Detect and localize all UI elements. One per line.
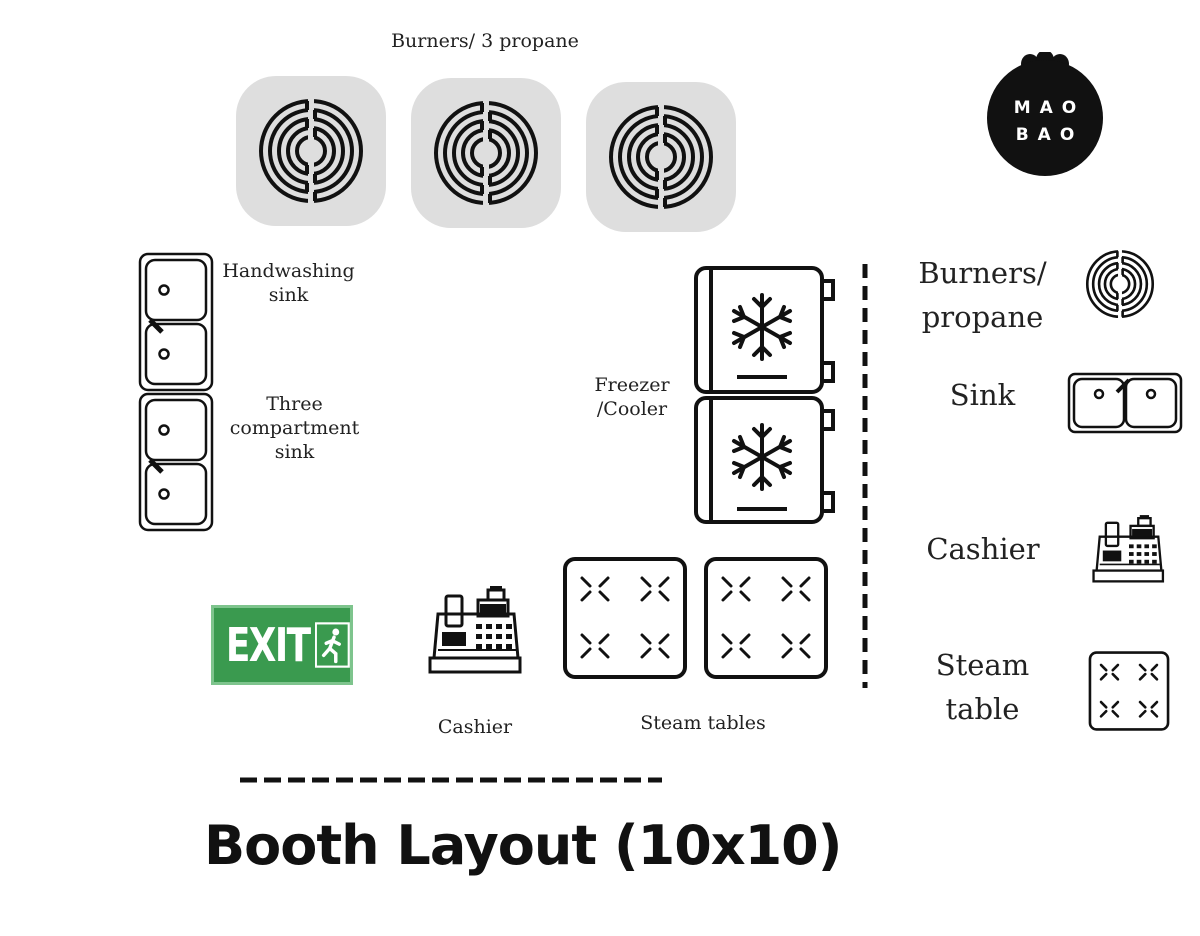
exit-sign: EXIT <box>211 605 353 685</box>
legend-burner-icon <box>1085 249 1155 319</box>
burner-1 <box>236 76 386 226</box>
legend-burners-label: Burners/ propane <box>918 256 1047 334</box>
logo-line-1: MAO <box>1013 98 1086 118</box>
burner-coil-icon <box>434 101 538 205</box>
freezer-icon <box>694 266 835 524</box>
legend-steam-table-label: Steam table <box>935 648 1030 726</box>
legend-sink-icon <box>1067 372 1183 434</box>
freezer-label: Freezer /Cooler <box>594 374 670 420</box>
legend-steam-table-icon <box>1088 651 1170 731</box>
legend-sink-label: Sink <box>949 378 1016 412</box>
steam-tables-label: Steam tables <box>640 712 766 734</box>
burner-coil-icon <box>609 105 713 209</box>
steam-table-2-icon <box>704 557 828 679</box>
burner-2 <box>411 78 561 228</box>
maobao-logo: MAO BAO <box>986 52 1104 176</box>
cash-register-icon <box>428 586 522 674</box>
divider-dashed-vertical <box>862 264 868 688</box>
three-compartment-sink-label: Three compartment sink <box>229 393 360 463</box>
exit-text: EXIT <box>225 618 311 672</box>
logo-line-2: BAO <box>1015 125 1084 145</box>
legend-cashier-label: Cashier <box>926 532 1040 566</box>
cashier-label: Cashier <box>437 716 513 738</box>
legend-cash-register-icon <box>1092 515 1165 583</box>
handwashing-sink-label: Handwashing sink <box>222 260 355 306</box>
steam-table-1-icon <box>563 557 687 679</box>
burner-coil-icon <box>259 99 363 203</box>
divider-dashed-horizontal <box>240 777 662 783</box>
sink-stack-icon <box>138 252 214 532</box>
running-man-icon <box>315 622 350 668</box>
page-title: Booth Layout (10x10) <box>204 814 842 877</box>
burner-3 <box>586 82 736 232</box>
burners-label: Burners/ 3 propane <box>391 30 579 52</box>
